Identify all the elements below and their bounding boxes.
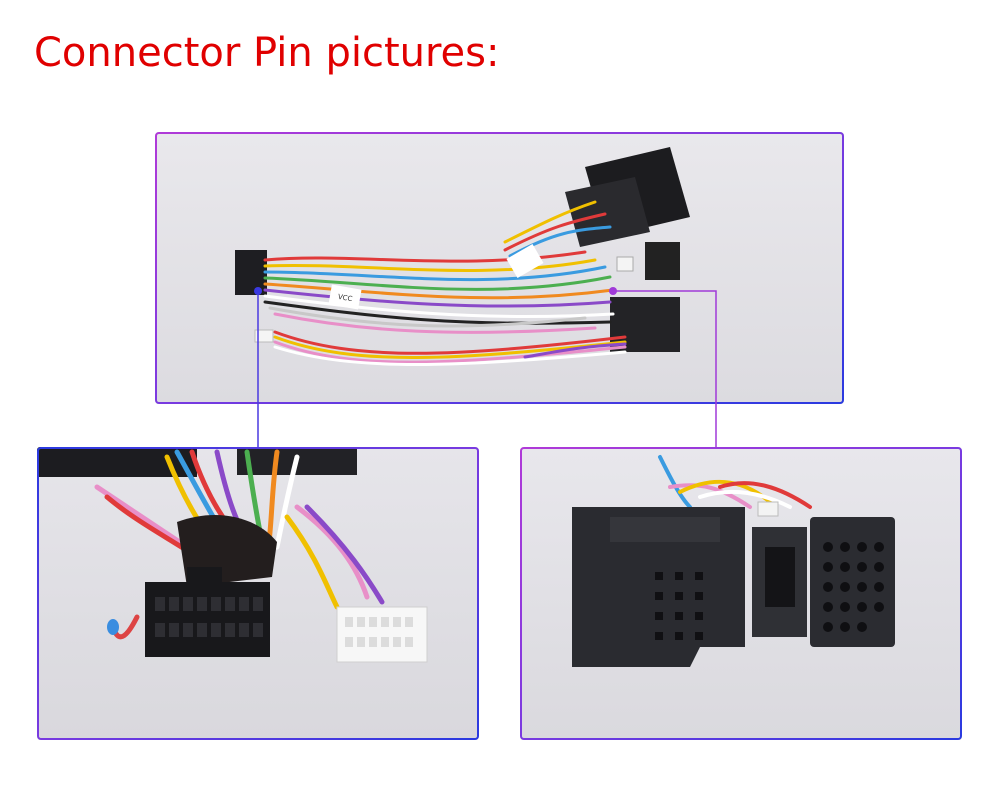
blue-tip bbox=[107, 619, 119, 635]
small-white-plug bbox=[757, 501, 779, 517]
white-plug-top bbox=[254, 329, 274, 343]
quadlock-connector-panel bbox=[520, 447, 962, 740]
ribbon-connector-image bbox=[37, 447, 479, 740]
middle-block bbox=[752, 527, 807, 637]
harness-overview-panel: VCC bbox=[155, 132, 844, 404]
white-plug bbox=[336, 606, 428, 663]
page-title: Connector Pin pictures: bbox=[34, 30, 500, 76]
round-pin-block bbox=[810, 517, 895, 647]
ribbon-connector-top bbox=[235, 250, 267, 295]
ribbon-connector-panel bbox=[37, 447, 479, 740]
quadlock-connector-image bbox=[520, 447, 962, 740]
harness-overview-image: VCC bbox=[155, 132, 844, 404]
main-quadlock-block bbox=[572, 507, 745, 667]
